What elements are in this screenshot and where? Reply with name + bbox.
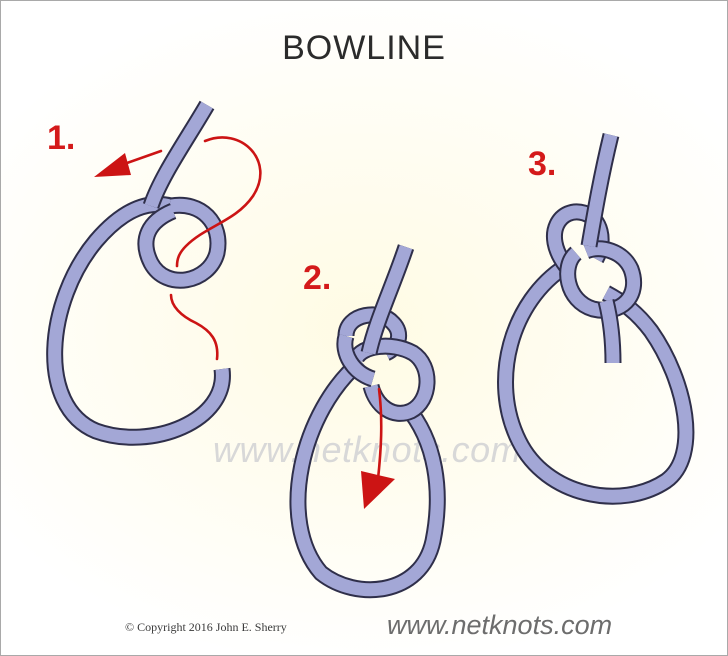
step-number-1: 1. <box>47 119 76 157</box>
site-url: www.netknots.com <box>387 610 613 640</box>
step2-figure <box>289 244 446 599</box>
step2-rope <box>289 244 446 599</box>
step-number-2: 2. <box>303 259 332 297</box>
step3-rope <box>497 132 695 505</box>
step3-figure <box>497 132 695 505</box>
diagram-title: BOWLINE <box>282 29 446 67</box>
step-number-3: 3. <box>528 145 557 183</box>
step1-rope <box>46 100 231 446</box>
watermark: www.netknots.com <box>213 429 522 470</box>
step2-guide-arrow <box>361 387 395 509</box>
step1-guide-arrow <box>94 136 262 361</box>
copyright-notice: © Copyright 2016 John E. Sherry <box>125 620 287 634</box>
step1-figure <box>46 100 262 446</box>
